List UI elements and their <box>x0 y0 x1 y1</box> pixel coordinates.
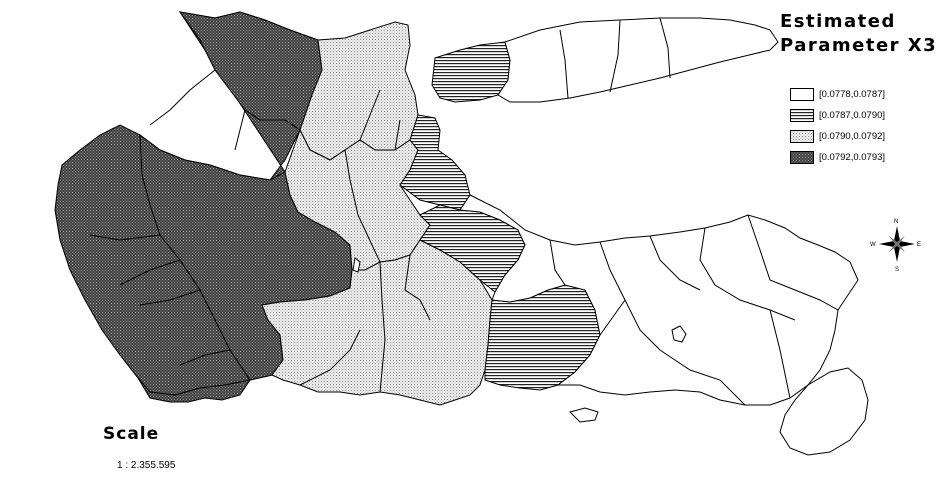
legend-item: [0.0790,0.0792] <box>790 126 940 146</box>
region-group-light <box>261 21 493 406</box>
legend-swatch-stripe <box>790 108 814 122</box>
map-title-line2: Parameter X3 <box>780 35 938 56</box>
region-group-white <box>459 17 869 456</box>
legend-item: [0.0787,0.0790] <box>790 105 940 125</box>
region-light-outline-detail <box>299 89 431 393</box>
region-east-divisions <box>549 214 839 406</box>
map-title: Estimated Parameter X3 <box>780 10 945 58</box>
legend-swatch-white <box>790 87 814 101</box>
legend-label: [0.0778,0.0787] <box>819 88 886 100</box>
compass-s-label: S <box>895 267 899 273</box>
legend-label: [0.0792,0.0793] <box>819 151 886 163</box>
region-stripe-north <box>431 41 511 103</box>
legend-item: [0.0778,0.0787] <box>790 84 940 104</box>
map-title-line1: Estimated <box>780 11 896 32</box>
region-madura-divisions <box>559 17 671 99</box>
region-madura <box>497 17 779 103</box>
compass-e-label: E <box>917 242 921 248</box>
region-group-dark <box>54 11 353 403</box>
legend-label: [0.0787,0.0790] <box>819 109 886 121</box>
legend-swatch-dark <box>790 150 814 164</box>
region-dark-outline-detail <box>89 69 246 366</box>
compass-rose-icon: N S E W <box>870 219 921 273</box>
scale-ratio: 1 : 2.355.595 <box>117 460 176 471</box>
region-lake <box>671 325 687 343</box>
scale-title: Scale <box>103 424 160 444</box>
region-group-stripe <box>399 41 601 391</box>
legend-swatch-light <box>790 129 814 143</box>
region-dark-south-coast <box>137 377 252 403</box>
legend: [0.0778,0.0787] [0.0787,0.0790] [0.0790,… <box>790 84 940 168</box>
region-east-tip <box>779 367 869 456</box>
region-small-island <box>569 407 599 423</box>
compass-w-label: W <box>870 242 876 248</box>
region-light-enclave <box>352 257 361 273</box>
compass-n-label: N <box>894 219 898 225</box>
region-dark-north <box>178 11 323 131</box>
legend-label: [0.0790,0.0792] <box>819 130 886 142</box>
legend-item: [0.0792,0.0793] <box>790 147 940 167</box>
